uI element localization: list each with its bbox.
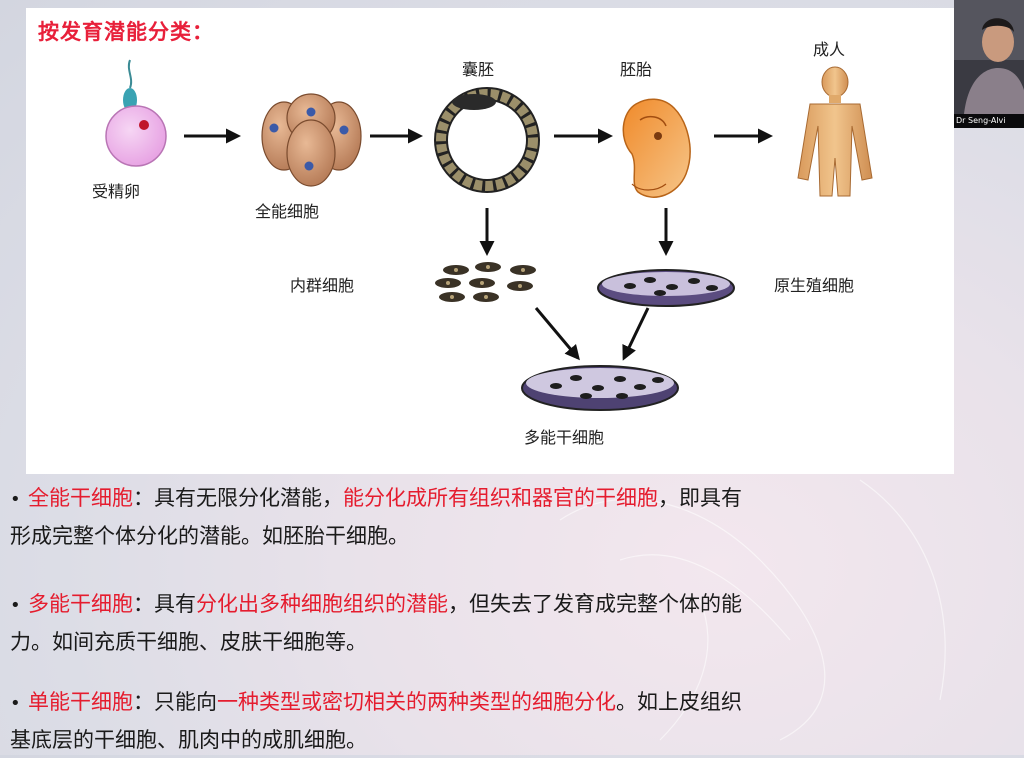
label-zygote: 受精卵 — [92, 182, 141, 201]
bullet-unipotent: • 单能干细胞：只能向一种类型或密切相关的两种类型的细胞分化。如上皮组织 基底层的… — [10, 684, 1015, 758]
label-blastocyst: 囊胚 — [462, 60, 495, 79]
term-unipotent: 单能干细胞 — [28, 690, 133, 714]
development-diagram — [105, 59, 873, 411]
term-pluripotent: 多能干细胞 — [28, 592, 133, 616]
participant-video-icon — [954, 0, 1024, 114]
slide-title: 按发育潜能分类： — [38, 20, 214, 44]
bullet-text-line2: 形成完整个体分化的潜能。如胚胎干细胞。 — [10, 524, 409, 548]
flow-arrows — [184, 128, 773, 361]
totipotent-cells-icon — [261, 93, 362, 187]
bullet-totipotent: • 全能干细胞：具有无限分化潜能，能分化成所有组织和器官的干细胞，即具有 形成完整… — [10, 480, 1015, 554]
bullet-highlight: 一种类型或密切相关的两种类型的细胞分化 — [217, 690, 616, 714]
participant-name: Dr Seng-Alvi — [954, 114, 1024, 128]
bullet-dot: • — [10, 595, 21, 616]
bullet-text: ：只能向 — [133, 690, 217, 714]
bullet-pluripotent: • 多能干细胞：具有分化出多种细胞组织的潜能，但失去了发育成完整个体的能 力。如间… — [10, 586, 1015, 660]
term-totipotent: 全能干细胞 — [28, 486, 133, 510]
germ-cell-dish-icon — [597, 269, 735, 307]
label-totipotent: 全能细胞 — [255, 202, 320, 221]
blastocyst-icon — [434, 87, 540, 193]
pluripotent-dish-icon — [521, 365, 679, 411]
zygote-icon — [105, 59, 167, 167]
bullet-text: ，即具有 — [658, 486, 742, 510]
label-adult: 成人 — [813, 40, 846, 59]
bullet-highlight: 能分化成所有组织和器官的干细胞 — [343, 486, 658, 510]
bullet-text: 。如上皮组织 — [616, 690, 742, 714]
bullet-text: ：具有无限分化潜能， — [133, 486, 343, 510]
adult-figure-icon — [797, 66, 873, 197]
label-pluripotent: 多能干细胞 — [524, 428, 605, 447]
inner-cell-mass-icon — [435, 262, 536, 302]
bullet-text-line2: 基底层的干细胞、肌肉中的成肌细胞。 — [10, 728, 367, 752]
diagram-panel: 按发育潜能分类： — [26, 8, 954, 474]
label-embryo: 胚胎 — [620, 60, 653, 79]
bullet-text-line2: 力。如间充质干细胞、皮肤干细胞等。 — [10, 630, 367, 654]
embryo-icon — [622, 98, 691, 198]
bullet-dot: • — [10, 489, 21, 510]
bullet-highlight: 分化出多种细胞组织的潜能 — [196, 592, 448, 616]
bullet-text: ，但失去了发育成完整个体的能 — [448, 592, 742, 616]
bullet-text: ：具有 — [133, 592, 196, 616]
label-germ-cells: 原生殖细胞 — [774, 276, 855, 295]
bullet-dot: • — [10, 693, 21, 714]
video-participant-tile[interactable]: Dr Seng-Alvi — [954, 0, 1024, 128]
label-inner-mass: 内群细胞 — [290, 276, 355, 295]
